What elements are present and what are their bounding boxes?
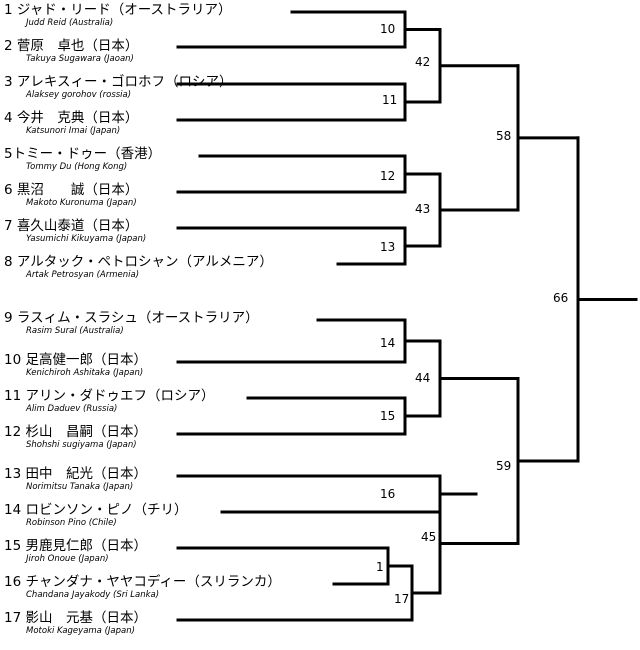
player-name-jp: 影山 元基（日本） [25, 610, 147, 626]
match-number: 10 [380, 22, 396, 36]
match-number: 59 [496, 459, 512, 473]
player-entry: 3 アレキスィー・ゴロホフ（ロシア） Alaksey gorohov (ross… [4, 74, 233, 100]
player-entry: 14 ロビンソン・ピノ（チリ） Robinson Pino (Chile) [4, 502, 188, 528]
match-number: 42 [415, 55, 431, 69]
player-entry: 5トミー・ドゥー（香港） Tommy Du (Hong Kong) [4, 146, 162, 172]
player-entry: 17 影山 元基（日本） Motoki Kageyama (Japan) [4, 610, 147, 636]
player-name-jp: ラスィム・スラシュ（オーストラリア） [16, 310, 259, 326]
player-entry: 2 菅原 卓也（日本） Takuya Sugawara (Jaoan) [4, 38, 139, 64]
player-entry: 4 今井 克典（日本） Katsunori Imai (Japan) [4, 110, 139, 136]
player-name-jp: アルタック・ペトロシャン（アルメニア） [16, 254, 273, 270]
seed-number: 17 [4, 610, 22, 626]
match-number: 66 [553, 291, 569, 305]
seed-number: 14 [4, 502, 22, 518]
player-name-en: Artak Petrosyan (Armenia) [26, 269, 140, 280]
seed-number: 11 [4, 388, 22, 404]
seed-number: 4 [4, 110, 13, 126]
match-number: 44 [415, 371, 431, 385]
player-name-en: Rasim Sural (Australia) [26, 325, 124, 336]
player-name-en: Judd Reid (Australia) [26, 17, 114, 28]
player-entry: 6 黒沼 誠（日本） Makoto Kuronuma (Japan) [4, 182, 139, 208]
match-number: 16 [380, 487, 396, 501]
player-entry: 13 田中 紀光（日本） Norimitsu Tanaka (Japan) [4, 466, 147, 492]
seed-number: 3 [4, 74, 13, 90]
seed-number: 10 [4, 352, 22, 368]
player-entry: 1 ジャド・リード（オーストラリア） Judd Reid (Australia) [4, 2, 232, 28]
player-name-en: Makoto Kuronuma (Japan) [26, 197, 137, 208]
seed-number: 9 [4, 310, 13, 326]
player-name-jp: 男鹿見仁郎（日本） [25, 538, 147, 554]
match-number: 58 [496, 129, 512, 143]
seed-number: 8 [4, 254, 13, 270]
player-name-en: Chandana Jayakody (Sri Lanka) [26, 589, 160, 600]
player-name-en: Kenichiroh Ashitaka (Japan) [26, 367, 144, 378]
player-name-jp: トミー・ドゥー（香港） [12, 146, 162, 162]
player-name-jp: 菅原 卓也（日本） [16, 38, 139, 54]
player-name-jp: 黒沼 誠（日本） [16, 182, 139, 198]
match-number: 17 [394, 592, 410, 606]
player-entry: 8 アルタック・ペトロシャン（アルメニア） Artak Petrosyan (A… [4, 254, 273, 280]
player-entry: 16 チャンダナ・ヤヤコディー（スリランカ） Chandana Jayakody… [4, 574, 281, 600]
seed-number: 2 [4, 38, 13, 54]
player-name-en: Robinson Pino (Chile) [26, 517, 117, 528]
player-entry: 11 アリン・ダドゥエフ（ロシア） Alim Daduev (Russia) [4, 388, 215, 414]
match-number: 15 [380, 409, 396, 423]
player-name-jp: 杉山 昌嗣（日本） [25, 424, 147, 440]
player-name-jp: アレキスィー・ゴロホフ（ロシア） [16, 74, 233, 90]
match-number: 13 [380, 240, 396, 254]
player-name-jp: 足高健一郎（日本） [25, 352, 147, 368]
seed-number: 7 [4, 218, 13, 234]
player-name-en: Alaksey gorohov (rossia) [26, 89, 132, 100]
player-name-jp: 田中 紀光（日本） [25, 466, 147, 482]
match-number: 1 [376, 560, 384, 574]
player-name-jp: チャンダナ・ヤヤコディー（スリランカ） [25, 574, 281, 590]
player-entry: 9 ラスィム・スラシュ（オーストラリア） Rasim Sural (Austra… [4, 310, 259, 336]
player-entry: 12 杉山 昌嗣（日本） Shohshi sugiyama (Japan) [4, 424, 147, 450]
player-entry: 15 男鹿見仁郎（日本） Jiroh Onoue (Japan) [4, 538, 147, 564]
player-name-en: Tommy Du (Hong Kong) [26, 161, 128, 172]
player-name-jp: アリン・ダドゥエフ（ロシア） [25, 388, 215, 404]
player-name-en: Motoki Kageyama (Japan) [26, 625, 135, 636]
seed-number: 13 [4, 466, 22, 482]
seed-number: 12 [4, 424, 22, 440]
seed-number: 6 [4, 182, 13, 198]
player-name-en: Jiroh Onoue (Japan) [26, 553, 109, 564]
player-name-en: Alim Daduev (Russia) [26, 403, 118, 414]
seed-number: 15 [4, 538, 22, 554]
player-name-jp: ロビンソン・ピノ（チリ） [25, 502, 188, 518]
player-name-en: Yasumichi Kikuyama (Japan) [26, 233, 147, 244]
player-name-jp: 今井 克典（日本） [16, 110, 139, 126]
player-name-jp: ジャド・リード（オーストラリア） [16, 2, 232, 18]
player-name-en: Shohshi sugiyama (Japan) [26, 439, 137, 450]
seed-number: 16 [4, 574, 22, 590]
match-number: 11 [382, 93, 398, 107]
match-number: 43 [415, 202, 431, 216]
match-number: 14 [380, 336, 396, 350]
player-entry: 10 足高健一郎（日本） Kenichiroh Ashitaka (Japan) [4, 352, 147, 378]
player-entry: 7 喜久山泰道（日本） Yasumichi Kikuyama (Japan) [4, 218, 147, 244]
player-name-en: Norimitsu Tanaka (Japan) [26, 481, 134, 492]
match-number: 12 [380, 169, 396, 183]
player-name-jp: 喜久山泰道（日本） [16, 218, 139, 234]
player-name-en: Takuya Sugawara (Jaoan) [26, 53, 134, 64]
match-number: 45 [421, 530, 437, 544]
seed-number: 5 [4, 146, 13, 162]
seed-number: 1 [4, 2, 13, 18]
player-name-en: Katsunori Imai (Japan) [26, 125, 121, 136]
